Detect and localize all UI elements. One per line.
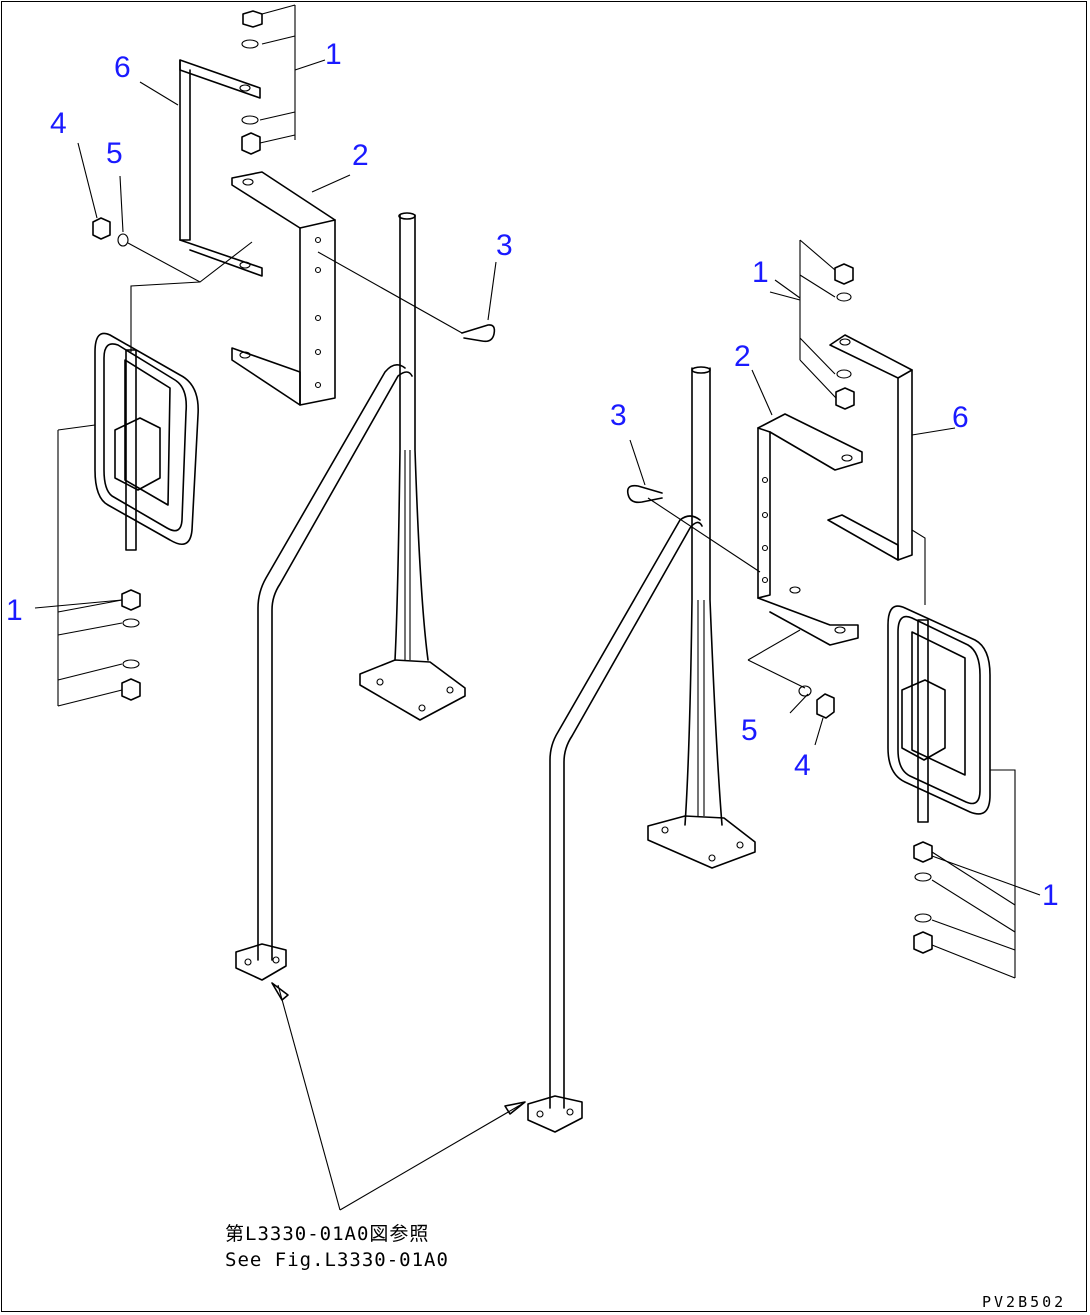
left-handrail	[235, 364, 413, 981]
left-bolt-stack-top	[241, 4, 326, 155]
left-pin-3	[317, 251, 497, 343]
callout-left-2: 2	[352, 139, 369, 172]
callout-right-2: 2	[734, 340, 751, 373]
callout-right-1-top: 1	[752, 256, 769, 289]
left-bracket-6	[179, 59, 263, 277]
reference-note-en: See Fig.L3330-01A0	[225, 1249, 449, 1271]
right-handrail	[527, 515, 703, 1133]
right-pin-3	[626, 439, 761, 573]
right-mirror	[887, 529, 991, 823]
leader-lines	[139, 81, 956, 436]
callout-left-1-bottom: 1	[6, 594, 23, 627]
callout-right-1-bottom: 1	[1042, 879, 1059, 912]
left-stand-pole	[359, 212, 466, 721]
right-bracket-2	[757, 413, 863, 646]
callout-left-3: 3	[496, 229, 513, 262]
callout-left-4: 4	[50, 107, 67, 140]
left-mirror	[94, 281, 201, 551]
left-nut-4-washer-5	[77, 142, 253, 283]
callout-right-5: 5	[741, 714, 758, 747]
right-bolt-stack-top	[774, 239, 855, 410]
callout-left-1-top: 1	[325, 38, 342, 71]
callout-left-5: 5	[106, 137, 123, 170]
right-bracket-6	[827, 334, 913, 561]
right-bolt-stack-bottom	[913, 769, 1041, 979]
left-bracket-2	[231, 171, 336, 406]
right-stand-pole	[647, 366, 756, 869]
callout-right-3: 3	[610, 399, 627, 432]
callout-right-4: 4	[794, 749, 811, 782]
callout-right-6: 6	[952, 401, 969, 434]
reference-note-jp: 第L3330-01A0図参照	[225, 1223, 429, 1245]
right-washer-5-nut-4	[747, 629, 835, 746]
left-bolt-stack-bottom	[34, 424, 141, 707]
drawing-code: PV2B502	[982, 1293, 1066, 1311]
callout-left-6: 6	[114, 51, 131, 84]
reference-arrows	[271, 982, 526, 1211]
